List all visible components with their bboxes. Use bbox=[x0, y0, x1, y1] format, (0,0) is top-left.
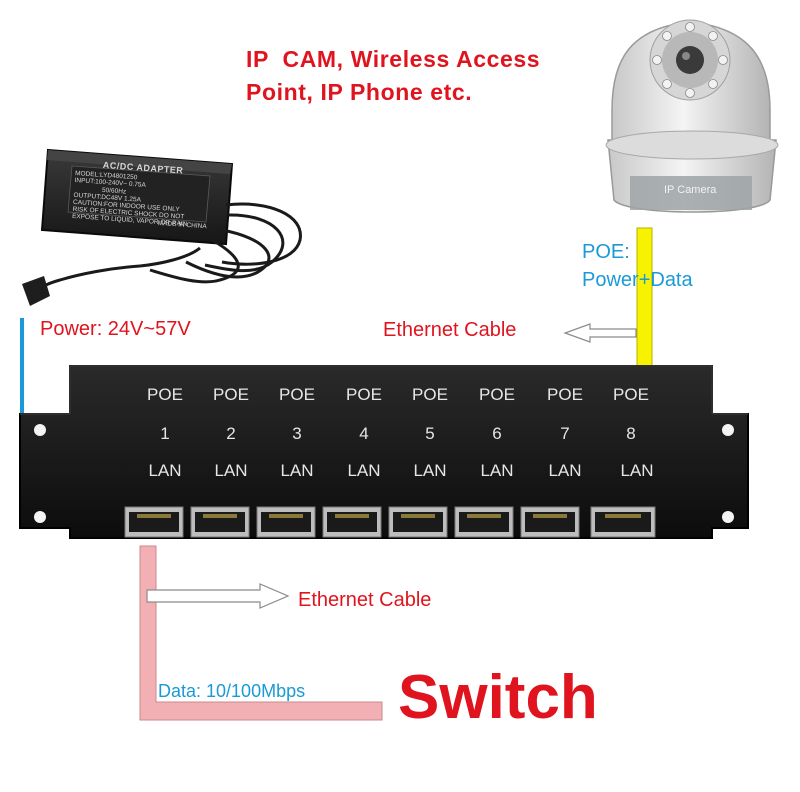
poe-label: POE: Power+Data bbox=[582, 238, 693, 294]
mount-hole-icon bbox=[722, 424, 734, 436]
camera-label: IP Camera bbox=[664, 184, 717, 196]
port-5-poe: POE bbox=[412, 385, 448, 404]
poe-switch-panel bbox=[19, 365, 749, 539]
port-8-lan: LAN bbox=[620, 461, 654, 480]
arrow-ethernet-top bbox=[563, 323, 637, 343]
port-4-number: 4 bbox=[359, 424, 369, 443]
port-3-poe: POE bbox=[279, 385, 315, 404]
device-headline-line2: Point, IP Phone etc. bbox=[246, 79, 473, 105]
port-3-number: 3 bbox=[292, 424, 302, 443]
ethernet-cable-label-top: Ethernet Cable bbox=[383, 319, 517, 341]
port-4-lan: LAN bbox=[347, 461, 381, 480]
arrow-ethernet-bottom bbox=[146, 583, 290, 609]
mount-hole-icon bbox=[34, 424, 46, 436]
switch-label: Switch bbox=[398, 663, 598, 732]
dc-plug-icon bbox=[22, 276, 50, 306]
port-1-lan: LAN bbox=[148, 461, 182, 480]
port-6-poe: POE bbox=[479, 385, 515, 404]
ethernet-cable-label-bottom: Ethernet Cable bbox=[298, 589, 432, 611]
port-5-lan: LAN bbox=[413, 461, 447, 480]
device-headline: IP CAM, Wireless Access Point, IP Phone … bbox=[246, 43, 540, 109]
ac-dc-adapter bbox=[40, 148, 234, 246]
device-headline-line1: IP CAM, Wireless Access bbox=[246, 46, 541, 72]
port-5-number: 5 bbox=[425, 424, 435, 443]
port-8-number: 8 bbox=[626, 424, 636, 443]
mount-hole-icon bbox=[722, 511, 734, 523]
port-4-poe: POE bbox=[346, 385, 382, 404]
poe-label-line2: Power+Data bbox=[582, 269, 693, 291]
port-3-lan: LAN bbox=[280, 461, 314, 480]
adapter-label: AC/DC ADAPTER MODEL:LYD4801250 INPUT:100… bbox=[72, 160, 211, 230]
port-6-number: 6 bbox=[492, 424, 502, 443]
poe-label-line1: POE: bbox=[582, 241, 630, 263]
port-1-poe: POE bbox=[147, 385, 183, 404]
port-7-poe: POE bbox=[547, 385, 583, 404]
rj45-ports bbox=[124, 506, 656, 538]
port-7-number: 7 bbox=[560, 424, 570, 443]
ip-camera bbox=[605, 19, 779, 213]
port-1-number: 1 bbox=[160, 424, 170, 443]
port-2-lan: LAN bbox=[214, 461, 248, 480]
data-cable bbox=[139, 545, 383, 721]
port-2-number: 2 bbox=[226, 424, 236, 443]
port-8-poe: POE bbox=[613, 385, 649, 404]
data-speed-label: Data: 10/100Mbps bbox=[158, 681, 306, 701]
power-label: Power: 24V~57V bbox=[40, 318, 191, 340]
port-6-lan: LAN bbox=[480, 461, 514, 480]
mount-hole-icon bbox=[34, 511, 46, 523]
port-7-lan: LAN bbox=[548, 461, 582, 480]
port-2-poe: POE bbox=[213, 385, 249, 404]
